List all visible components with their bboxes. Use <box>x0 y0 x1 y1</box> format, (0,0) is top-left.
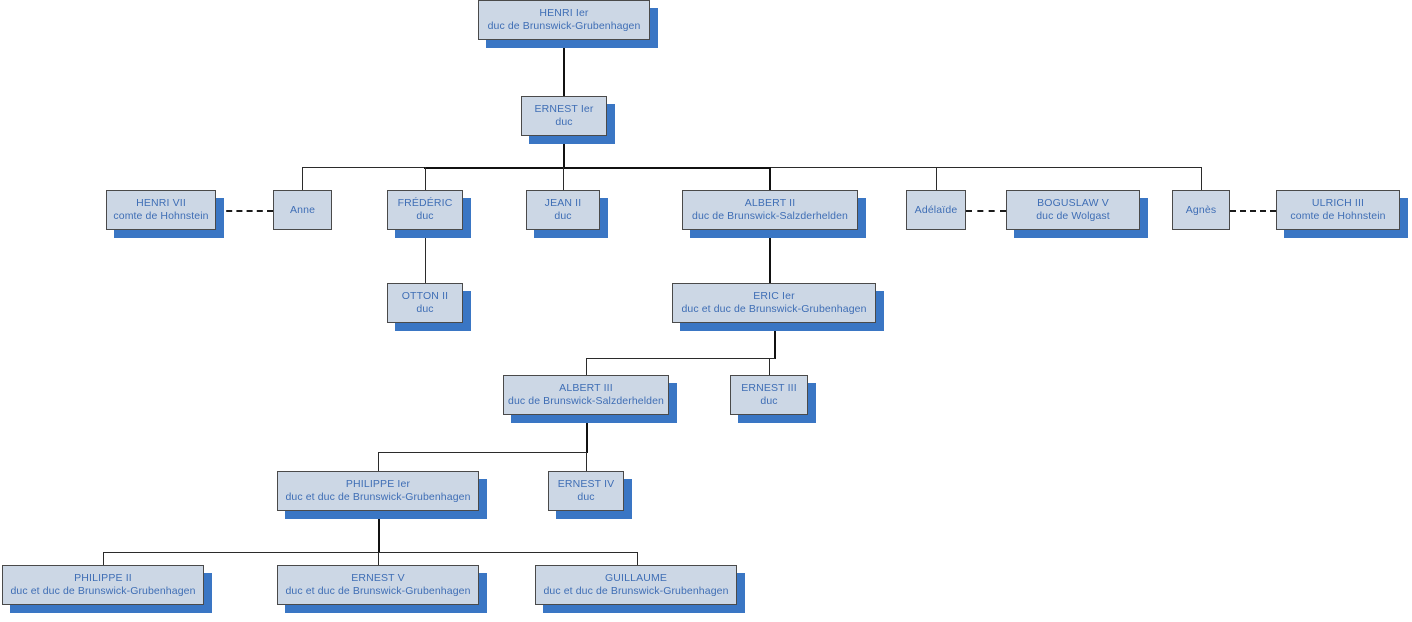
node-subtitle: duc <box>416 303 434 315</box>
connector-albert-ii-to-eric-ier <box>769 230 771 283</box>
connector-drop-ernest-iii <box>769 358 770 375</box>
node-title: HENRI VII <box>136 197 186 210</box>
node-title: PHILIPPE II <box>74 572 132 585</box>
connector-drop-agnes <box>1201 167 1202 190</box>
node-subtitle: duc et duc de Brunswick-Grubenhagen <box>285 491 471 503</box>
connector-bus-albert-iii-children <box>378 452 587 453</box>
connector-drop-ernest-iv <box>586 452 587 471</box>
node-subtitle: duc <box>555 116 573 128</box>
connector-drop-anne <box>302 167 303 190</box>
connector-albert-iii-drop <box>586 415 588 453</box>
node-title: PHILIPPE Ier <box>345 478 411 491</box>
connector-drop-jean-ii <box>563 167 564 190</box>
node-title: FRÉDÉRIC <box>397 197 453 210</box>
node-title: ERIC Ier <box>753 290 795 303</box>
node-title: ERNEST Ier <box>534 103 594 116</box>
connector-drop-ernest-v <box>378 552 379 565</box>
connector-drop-albert-ii <box>769 167 771 190</box>
connector-philippe-ier-drop <box>378 511 380 553</box>
node-title: JEAN II <box>544 197 582 210</box>
connector-henri-ier-to-ernest-ier <box>563 40 565 96</box>
node-subtitle: duc et duc de Brunswick-Grubenhagen <box>681 303 867 315</box>
connector-drop-albert-iii <box>586 358 587 375</box>
node-title: ALBERT II <box>744 197 796 210</box>
connector-drop-philippe-ier <box>378 452 379 471</box>
node-subtitle: duc de Brunswick-Salzderhelden <box>692 210 848 222</box>
connector-ernest-ier-drop <box>563 136 565 168</box>
node-subtitle: duc et duc de Brunswick-Grubenhagen <box>285 585 471 597</box>
connector-bus-philippe-ier-children <box>103 552 638 553</box>
connector-drop-adelaide <box>936 167 937 190</box>
node-title: ALBERT III <box>559 382 613 395</box>
node-subtitle: duc <box>760 395 778 407</box>
node-subtitle: duc <box>554 210 572 222</box>
node-title: Adélaïde <box>914 203 958 216</box>
node-title: BOGUSLAW V <box>1037 197 1109 210</box>
node-title: ERNEST III <box>741 382 797 395</box>
node-adelaide[interactable]: Adélaïde <box>906 190 966 230</box>
node-title: OTTON II <box>401 290 449 303</box>
node-anne[interactable]: Anne <box>273 190 332 230</box>
marriage-link-agnes-ulrich-iii <box>1230 210 1276 212</box>
node-title: HENRI Ier <box>539 7 589 20</box>
node-subtitle: duc <box>416 210 434 222</box>
marriage-link-henri-vii-anne <box>216 210 273 212</box>
connector-bus-gen3-right <box>769 167 1202 168</box>
node-title: GUILLAUME <box>604 572 668 585</box>
node-title: Anne <box>289 203 316 216</box>
connector-bus-gen3-center <box>424 167 770 169</box>
connector-drop-philippe-ii <box>103 552 104 565</box>
node-subtitle: comte de Hohnstein <box>1290 210 1386 222</box>
node-subtitle: duc et duc de Brunswick-Grubenhagen <box>10 585 196 597</box>
node-subtitle: comte de Hohnstein <box>113 210 209 222</box>
connector-eric-ier-drop <box>774 323 776 359</box>
node-title: Agnès <box>1185 203 1217 216</box>
connector-bus-eric-children <box>586 358 775 359</box>
node-subtitle: duc de Wolgast <box>1036 210 1110 222</box>
marriage-link-adelaide-boguslaw-v <box>966 210 1006 212</box>
connector-frederic-to-otton-ii <box>425 230 426 283</box>
connector-drop-guillaume <box>637 552 638 565</box>
node-subtitle: duc de Brunswick-Salzderhelden <box>508 395 664 407</box>
node-subtitle: duc de Brunswick-Grubenhagen <box>487 20 641 32</box>
node-subtitle: duc <box>577 491 595 503</box>
node-subtitle: duc et duc de Brunswick-Grubenhagen <box>543 585 729 597</box>
node-agnes[interactable]: Agnès <box>1172 190 1230 230</box>
node-title: ULRICH III <box>1311 197 1365 210</box>
node-title: ERNEST IV <box>557 478 615 491</box>
connector-bus-gen3-left <box>302 167 425 168</box>
node-title: ERNEST V <box>351 572 405 585</box>
connector-drop-frederic <box>425 167 426 190</box>
